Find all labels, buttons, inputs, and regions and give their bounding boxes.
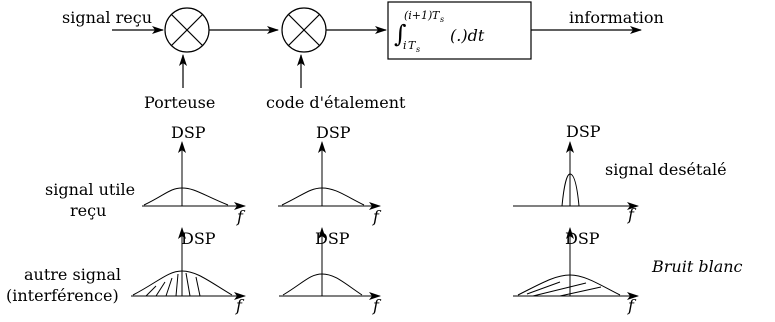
spectrum-plot-received: DSP f (142, 123, 246, 226)
interference-label: (interférence) (6, 286, 119, 305)
spectrum-plot-after-carrier: DSP f (278, 123, 382, 226)
svg-text:f: f (627, 205, 637, 224)
svg-text:DSP: DSP (566, 122, 601, 141)
svg-text:f: f (235, 296, 245, 315)
carrier-label: Porteuse (144, 93, 215, 112)
spreading-code-label: code d'étalement (266, 93, 406, 112)
svg-text:∫: ∫ (394, 20, 407, 48)
svg-text:(.)dt: (.)dt (450, 26, 485, 45)
svg-text:f: f (236, 207, 246, 226)
svg-text:T: T (432, 9, 441, 22)
white-noise-label: Bruit blanc (651, 257, 743, 276)
useful-signal-label: signal utile (45, 180, 135, 199)
svg-text:(i+1): (i+1) (404, 9, 432, 22)
input-signal-label: signal reçu (62, 8, 152, 27)
svg-text:i: i (403, 39, 407, 52)
svg-text:DSP: DSP (315, 229, 350, 248)
integrator-formula: ∫ i T s (i+1) T s (.)dt (394, 9, 485, 54)
svg-text:DSP: DSP (171, 123, 206, 142)
svg-text:DSP: DSP (565, 229, 600, 248)
useful-signal-label-line2: reçu (70, 201, 106, 220)
code-multiplier (281, 7, 327, 53)
spectrum-plot-interference-spread: DSP f (279, 227, 382, 315)
spectrum-plot-despread: DSP f (513, 122, 639, 224)
svg-text:f: f (372, 207, 382, 226)
svg-text:f: f (627, 296, 637, 315)
svg-text:f: f (372, 296, 382, 315)
svg-text:T: T (408, 39, 417, 52)
svg-text:s: s (440, 15, 444, 24)
carrier-multiplier (164, 7, 210, 53)
svg-text:DSP: DSP (181, 229, 216, 248)
svg-text:DSP: DSP (316, 123, 351, 142)
spectrum-plot-noise: DSP f (513, 227, 639, 315)
other-signal-label: autre signal (24, 265, 121, 284)
spectrum-plot-interference: DSP f (131, 227, 246, 315)
svg-text:s: s (416, 45, 420, 54)
despread-signal-label: signal desétalé (605, 160, 727, 179)
output-information-label: information (569, 8, 664, 27)
